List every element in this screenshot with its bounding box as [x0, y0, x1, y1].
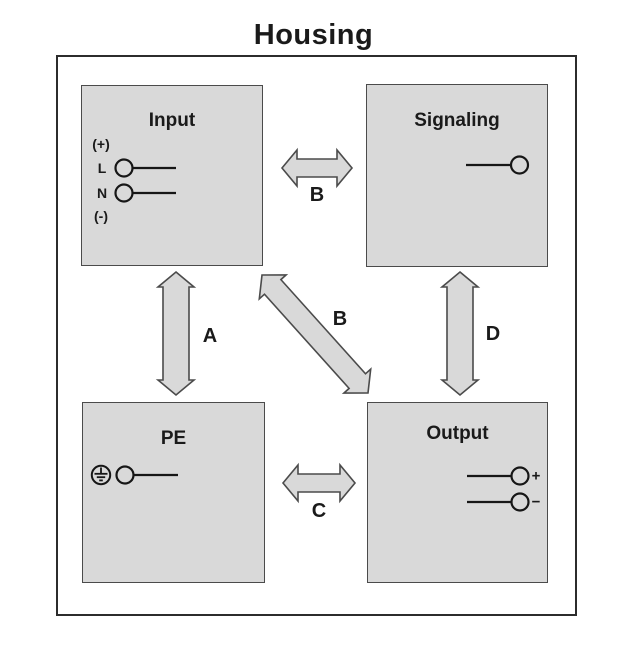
output-box-title: Output [426, 423, 489, 444]
input-terminals-graphic [114, 158, 176, 203]
input-box: Input (+) L N (-) [81, 85, 263, 266]
earth-ground-icon [90, 464, 112, 486]
input-box-title: Input [148, 110, 196, 131]
signaling-box: Signaling [366, 84, 548, 267]
input-n-label: N [96, 185, 108, 201]
pe-terminal-circle [115, 465, 135, 485]
pe-box: PE [82, 402, 265, 583]
input-minus-label: (-) [94, 208, 108, 224]
input-l-terminal-circle [114, 158, 134, 178]
pe-box-title: PE [160, 428, 187, 449]
input-plus-label: (+) [92, 136, 110, 152]
input-l-label: L [97, 160, 107, 176]
arrow-d-label: D [485, 323, 501, 345]
signaling-terminal-circle [509, 155, 530, 175]
arrow-a-label: A [202, 325, 218, 347]
arrow-b-horizontal-label: B [309, 184, 325, 206]
signaling-box-title: Signaling [414, 110, 500, 131]
pe-terminal-graphic [90, 464, 178, 486]
input-n-terminal-circle [114, 183, 134, 203]
output-minus-terminal-circle [510, 492, 530, 512]
signaling-terminal-graphic [466, 155, 530, 175]
output-plus-label: + [531, 467, 541, 485]
arrow-c-label: C [311, 500, 327, 522]
output-box: Output + − [367, 402, 548, 583]
diagram-title: Housing [253, 19, 374, 51]
output-minus-label: − [531, 493, 541, 511]
output-terminals-graphic [467, 466, 530, 512]
output-plus-terminal-circle [510, 466, 530, 486]
arrow-b-diagonal-label: B [332, 308, 348, 330]
